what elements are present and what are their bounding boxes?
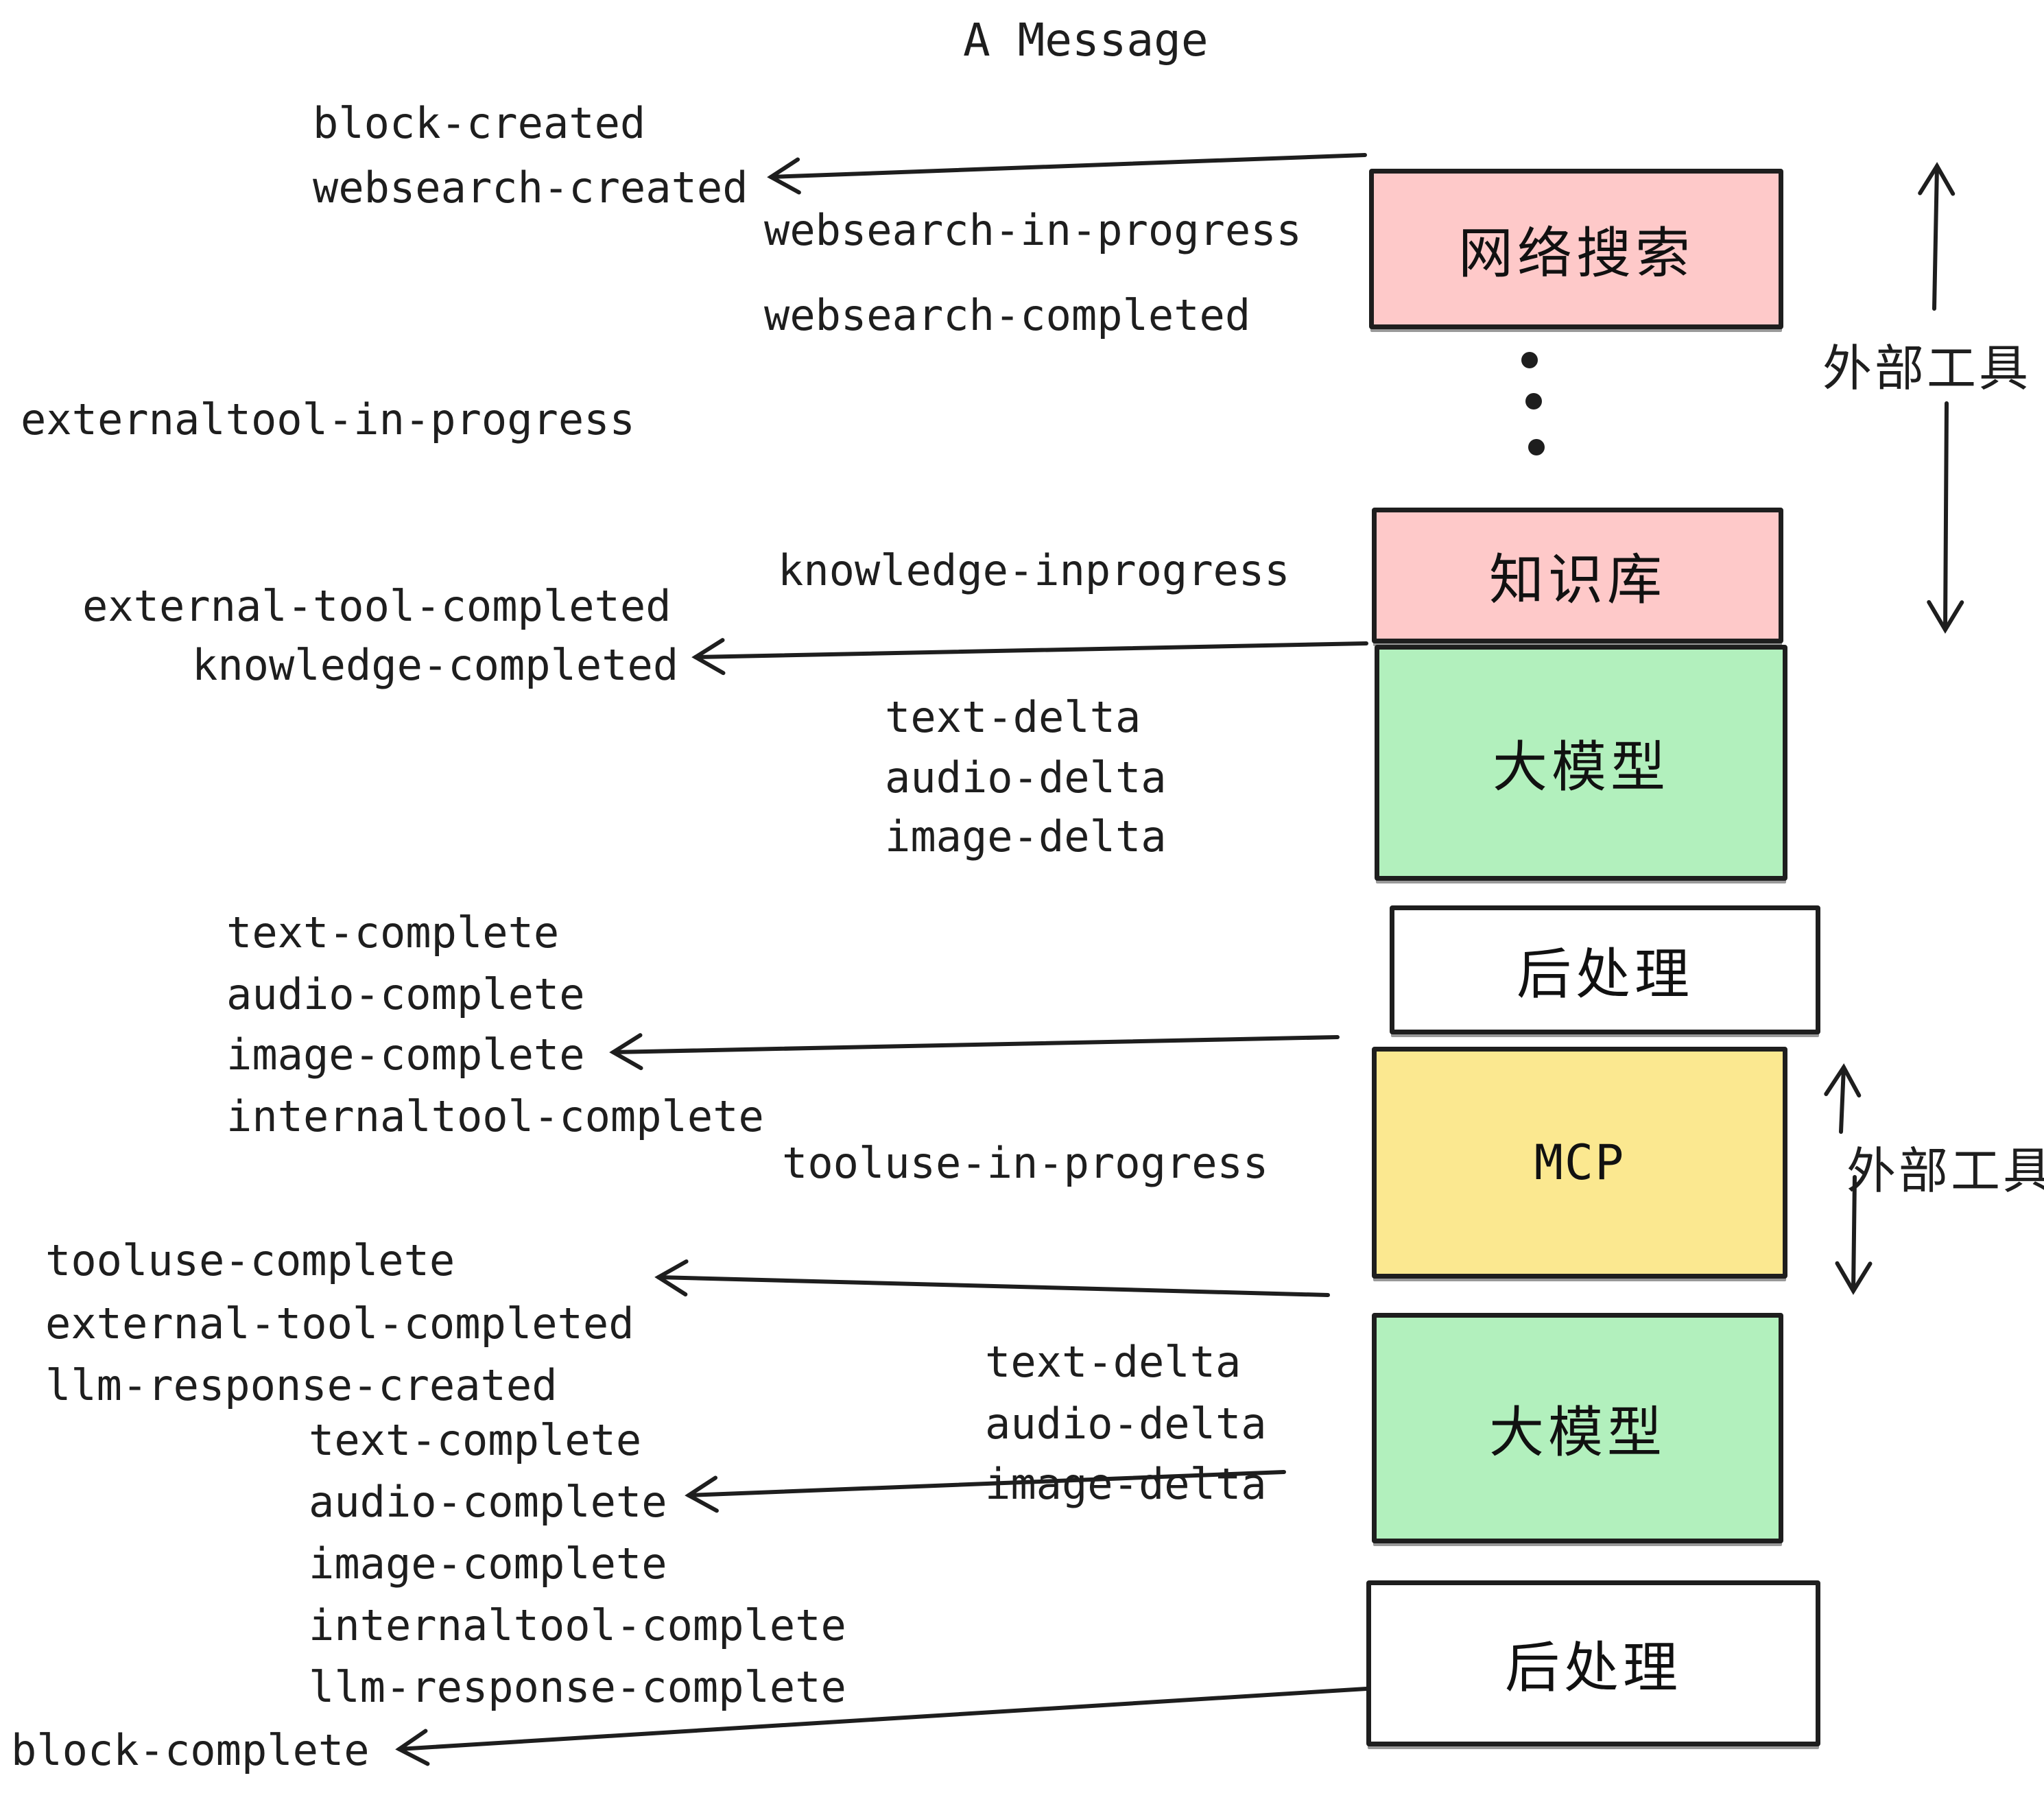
event-audio-delta-2: audio-delta [985,1399,1267,1449]
event-audio-delta-1: audio-delta [885,752,1167,803]
arrow-external-tool-completed [654,1259,1330,1297]
event-tooluse-in-progress: tooluse-in-progress [782,1138,1269,1188]
diagram-title: A Message [963,14,1209,67]
arrow-external-tools-up-1 [1918,162,1956,311]
box-postprocess-1-label: 后处理 [1517,942,1694,1006]
event-websearch-in-progress: websearch-in-progress [764,205,1302,255]
event-knowledge-completed: knowledge-completed [192,640,679,690]
event-audio-complete-2: audio-complete [309,1477,667,1527]
box-websearch-label: 网络搜索 [1458,222,1694,285]
box-llm-2-label: 大模型 [1489,1401,1666,1464]
annotation-external-tools-1: 外部工具 [1822,340,2032,397]
event-externaltool-in-progress: externaltool-in-progress [21,394,635,444]
box-llm-2: 大模型 [1372,1313,1783,1543]
box-knowledge-base: 知识库 [1372,508,1783,643]
event-text-complete-1: text-complete [226,907,560,958]
box-postprocess-2: 后处理 [1366,1580,1820,1746]
event-internaltool-complete-1: internaltool-complete [226,1091,764,1141]
event-llm-response-created: llm-response-created [45,1360,558,1410]
box-llm-1-label: 大模型 [1493,735,1669,799]
annotation-external-tools-2: 外部工具 [1846,1142,2044,1200]
arrow-websearch-created [767,153,1367,195]
event-block-complete: block-complete [11,1725,370,1775]
event-knowledge-inprogress: knowledge-inprogress [778,545,1290,595]
arrow-external-tools-down-1 [1927,401,1964,634]
event-image-delta-1: image-delta [885,811,1167,862]
event-image-complete-1: image-complete [226,1030,585,1080]
arrow-knowledge-completed [691,638,1368,676]
ellipsis-dots [1521,352,1545,455]
box-postprocess-2-label: 后处理 [1505,1636,1682,1700]
event-tooluse-complete: tooluse-complete [45,1235,455,1285]
box-mcp: MCP [1372,1047,1787,1279]
box-mcp-label: MCP [1534,1135,1626,1191]
event-external-tool-completed-2: external-tool-completed [45,1298,634,1349]
arrow-image-complete [609,1033,1340,1071]
event-image-delta-2: image-delta [985,1459,1267,1509]
event-internaltool-complete-2: internaltool-complete [309,1600,846,1650]
box-postprocess-1: 后处理 [1390,905,1820,1034]
event-websearch-created: websearch-created [313,163,748,213]
event-external-tool-completed-1: external-tool-completed [82,581,672,631]
box-websearch: 网络搜索 [1369,169,1783,329]
box-knowledge-base-label: 知识库 [1489,548,1666,612]
event-websearch-completed: websearch-completed [764,290,1251,340]
event-image-complete-2: image-complete [309,1539,667,1589]
event-text-delta-2: text-delta [985,1337,1241,1387]
event-audio-complete-1: audio-complete [226,969,585,1019]
event-llm-response-complete: llm-response-complete [309,1662,846,1712]
arrow-external-tools-up-2 [1824,1063,1862,1134]
event-text-delta-1: text-delta [885,692,1141,742]
event-text-complete-2: text-complete [309,1415,642,1465]
event-block-created: block-created [313,98,646,148]
box-llm-1: 大模型 [1375,645,1787,881]
